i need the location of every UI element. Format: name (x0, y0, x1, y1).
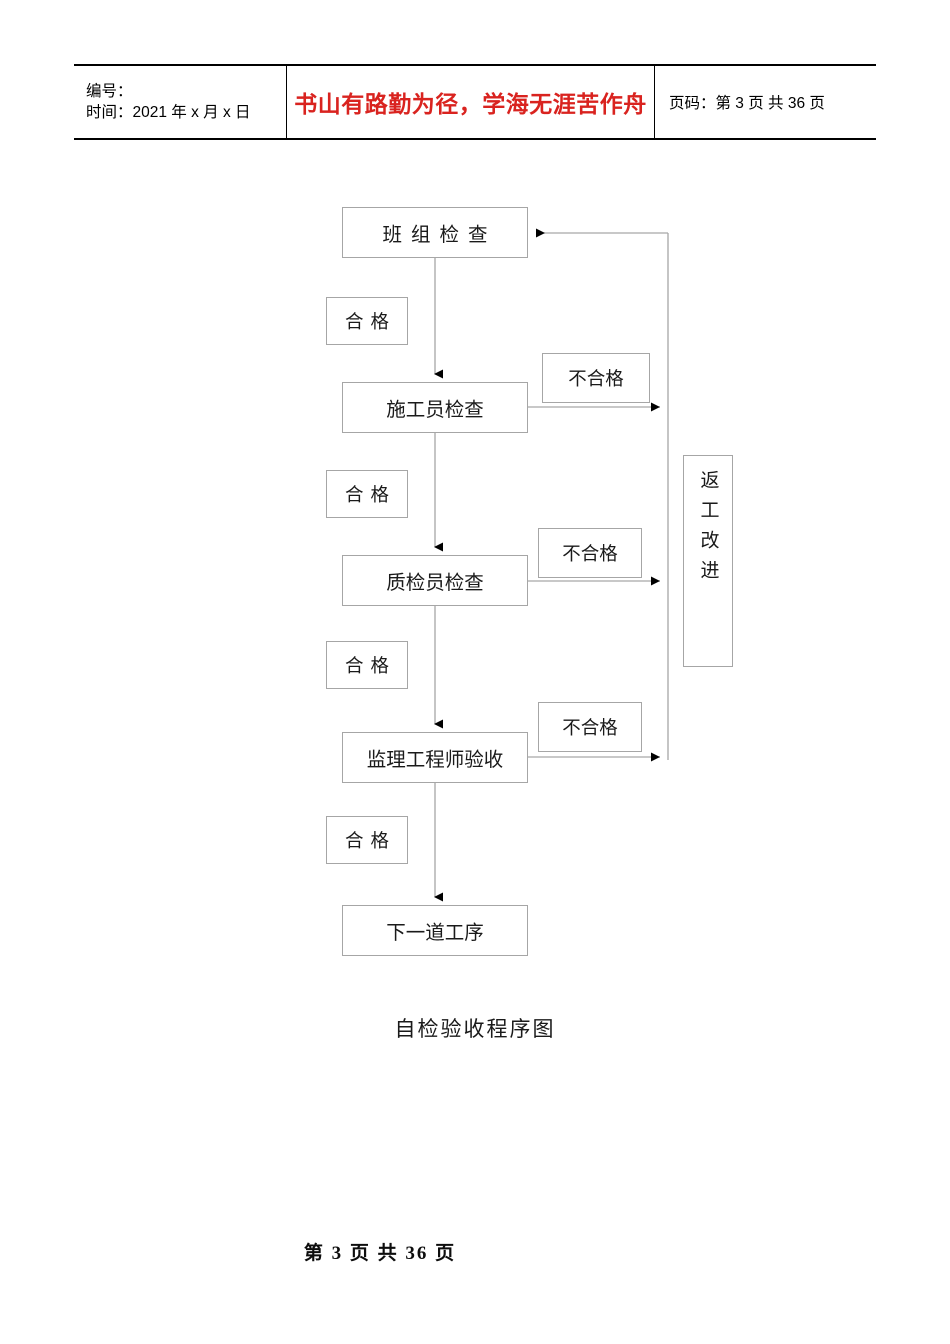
flow-box-fail-2-label: 不合格 (562, 545, 618, 565)
header-cell-identification: 编号： 时间：2021 年 x 月 x 日 (74, 66, 287, 138)
flow-box-pass-2-label: 合格 (344, 486, 396, 506)
flow-box-team-check-label: 班组检查 (382, 225, 497, 246)
flow-box-rework-label: 返工改进 (697, 470, 719, 590)
header-cell-pagination: 页码：第 3 页 共 36 页 (655, 66, 876, 138)
flow-box-qc-inspector-check-label: 质检员检查 (386, 573, 484, 594)
flow-box-fail-3-label: 不合格 (562, 719, 618, 739)
header-cell-slogan: 书山有路勤为径，学海无涯苦作舟 (287, 66, 655, 138)
flow-box-team-check[interactable]: 班组检查 (342, 207, 528, 258)
flow-box-pass-1-label: 合格 (344, 313, 396, 333)
flow-box-site-engineer-check-label: 施工员检查 (386, 400, 484, 421)
header-slogan-text: 书山有路勤为径，学海无涯苦作舟 (294, 91, 647, 118)
flowchart-caption: 自检验收程序图 (394, 1017, 556, 1041)
footer-page-number: 第 3 页 共 36 页 (303, 1243, 457, 1264)
flow-box-pass-1[interactable]: 合格 (326, 297, 408, 345)
header-serial-number-label: 编号： (86, 83, 133, 100)
flow-box-qc-inspector-check[interactable]: 质检员检查 (342, 555, 528, 606)
flow-box-fail-2[interactable]: 不合格 (538, 528, 642, 578)
flow-box-rework[interactable]: 返工改进 (683, 455, 733, 667)
header-date-label: 时间：2021 年 x 月 x 日 (86, 104, 251, 121)
flow-box-fail-1-label: 不合格 (568, 370, 624, 390)
flow-box-pass-4-label: 合格 (344, 832, 396, 852)
flow-box-fail-3[interactable]: 不合格 (538, 702, 642, 752)
flow-box-pass-2[interactable]: 合格 (326, 470, 408, 518)
flow-box-fail-1[interactable]: 不合格 (542, 353, 650, 403)
header-page-info: 页码：第 3 页 共 36 页 (669, 95, 825, 112)
document-header-table: 编号： 时间：2021 年 x 月 x 日 书山有路勤为径，学海无涯苦作舟 页码… (74, 64, 876, 140)
flowchart-connectors (434, 228, 669, 902)
flow-box-pass-4[interactable]: 合格 (326, 816, 408, 864)
self-inspection-flowchart: 班组检查 合格 施工员检查 不合格 合格 质检员检查 不合格 合格 监理工程师验… (326, 207, 733, 1041)
flow-box-supervisor-acceptance-label: 监理工程师验收 (366, 750, 504, 771)
flow-box-supervisor-acceptance[interactable]: 监理工程师验收 (342, 732, 528, 783)
flow-box-next-process-label: 下一道工序 (386, 923, 484, 944)
flow-box-pass-3[interactable]: 合格 (326, 641, 408, 689)
flow-box-site-engineer-check[interactable]: 施工员检查 (342, 382, 528, 433)
flow-box-next-process[interactable]: 下一道工序 (342, 905, 528, 956)
flow-box-pass-3-label: 合格 (344, 657, 396, 677)
